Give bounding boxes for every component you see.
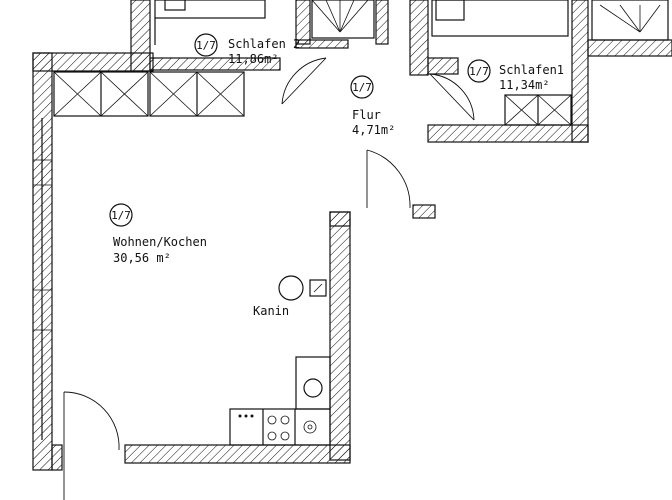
kitchen: [229, 356, 331, 446]
closet-upper: [311, 0, 375, 39]
cabinets-schlafen2: [53, 71, 245, 117]
wall-schlafen1-left: [409, 0, 429, 76]
room-name-flur: Flur: [352, 108, 381, 122]
room-badge-wohnen: 1/7: [109, 203, 133, 227]
room-badge-schlafen2: 1/7: [194, 33, 218, 57]
room-name-wohnen: Wohnen/Kochen: [113, 235, 207, 249]
fireplace-icon: [278, 275, 304, 301]
kitchen-counter: [229, 408, 331, 446]
kitchen-sink-unit: [295, 356, 331, 410]
svg-text:1/7: 1/7: [469, 65, 489, 78]
wall-bottom: [124, 444, 351, 464]
wall-bottom-left: [51, 444, 63, 471]
svg-text:1/7: 1/7: [111, 209, 131, 222]
room-area-flur: 4,71m²: [352, 123, 395, 137]
room-name-schlafen1: Schlafen1: [499, 63, 564, 77]
room-area-schlafen2: 11,86m²: [228, 52, 279, 66]
wall-closet-bottom: [295, 39, 349, 49]
wall-schlafen1-right: [571, 0, 589, 143]
wall-right-upper: [587, 39, 672, 57]
chimney-icon: [309, 279, 327, 297]
wall-schlafen1-bottom: [427, 124, 589, 143]
room-name-schlafen2: Schlafen 2: [228, 37, 300, 51]
windows-left: [33, 118, 52, 440]
wall-flur-stub: [412, 204, 436, 219]
svg-text:1/7: 1/7: [352, 81, 372, 94]
upper-furniture: [154, 0, 569, 45]
fireplace: [278, 275, 327, 301]
cabinets-schlafen1: [504, 94, 572, 126]
svg-text:1/7: 1/7: [196, 39, 216, 52]
walls: [32, 0, 672, 471]
wall-schlafen2-left: [130, 0, 151, 72]
room-badge-flur: 1/7: [350, 75, 374, 99]
room-area-schlafen1: 11,34m²: [499, 78, 550, 92]
room-badge-schlafen1: 1/7: [467, 59, 491, 83]
fireplace-label: Kanin: [253, 304, 289, 318]
wall-closet-right: [375, 0, 389, 45]
wall-kitchen-right: [329, 211, 351, 461]
closet-right: [591, 0, 669, 41]
sink-icon: [303, 378, 323, 398]
stove-icon: [267, 415, 290, 441]
room-area-wohnen: 30,56 m²: [113, 251, 171, 265]
wall-schlafen1-stub: [427, 57, 459, 75]
doors: [63, 57, 475, 500]
oven-icon: [303, 420, 317, 434]
